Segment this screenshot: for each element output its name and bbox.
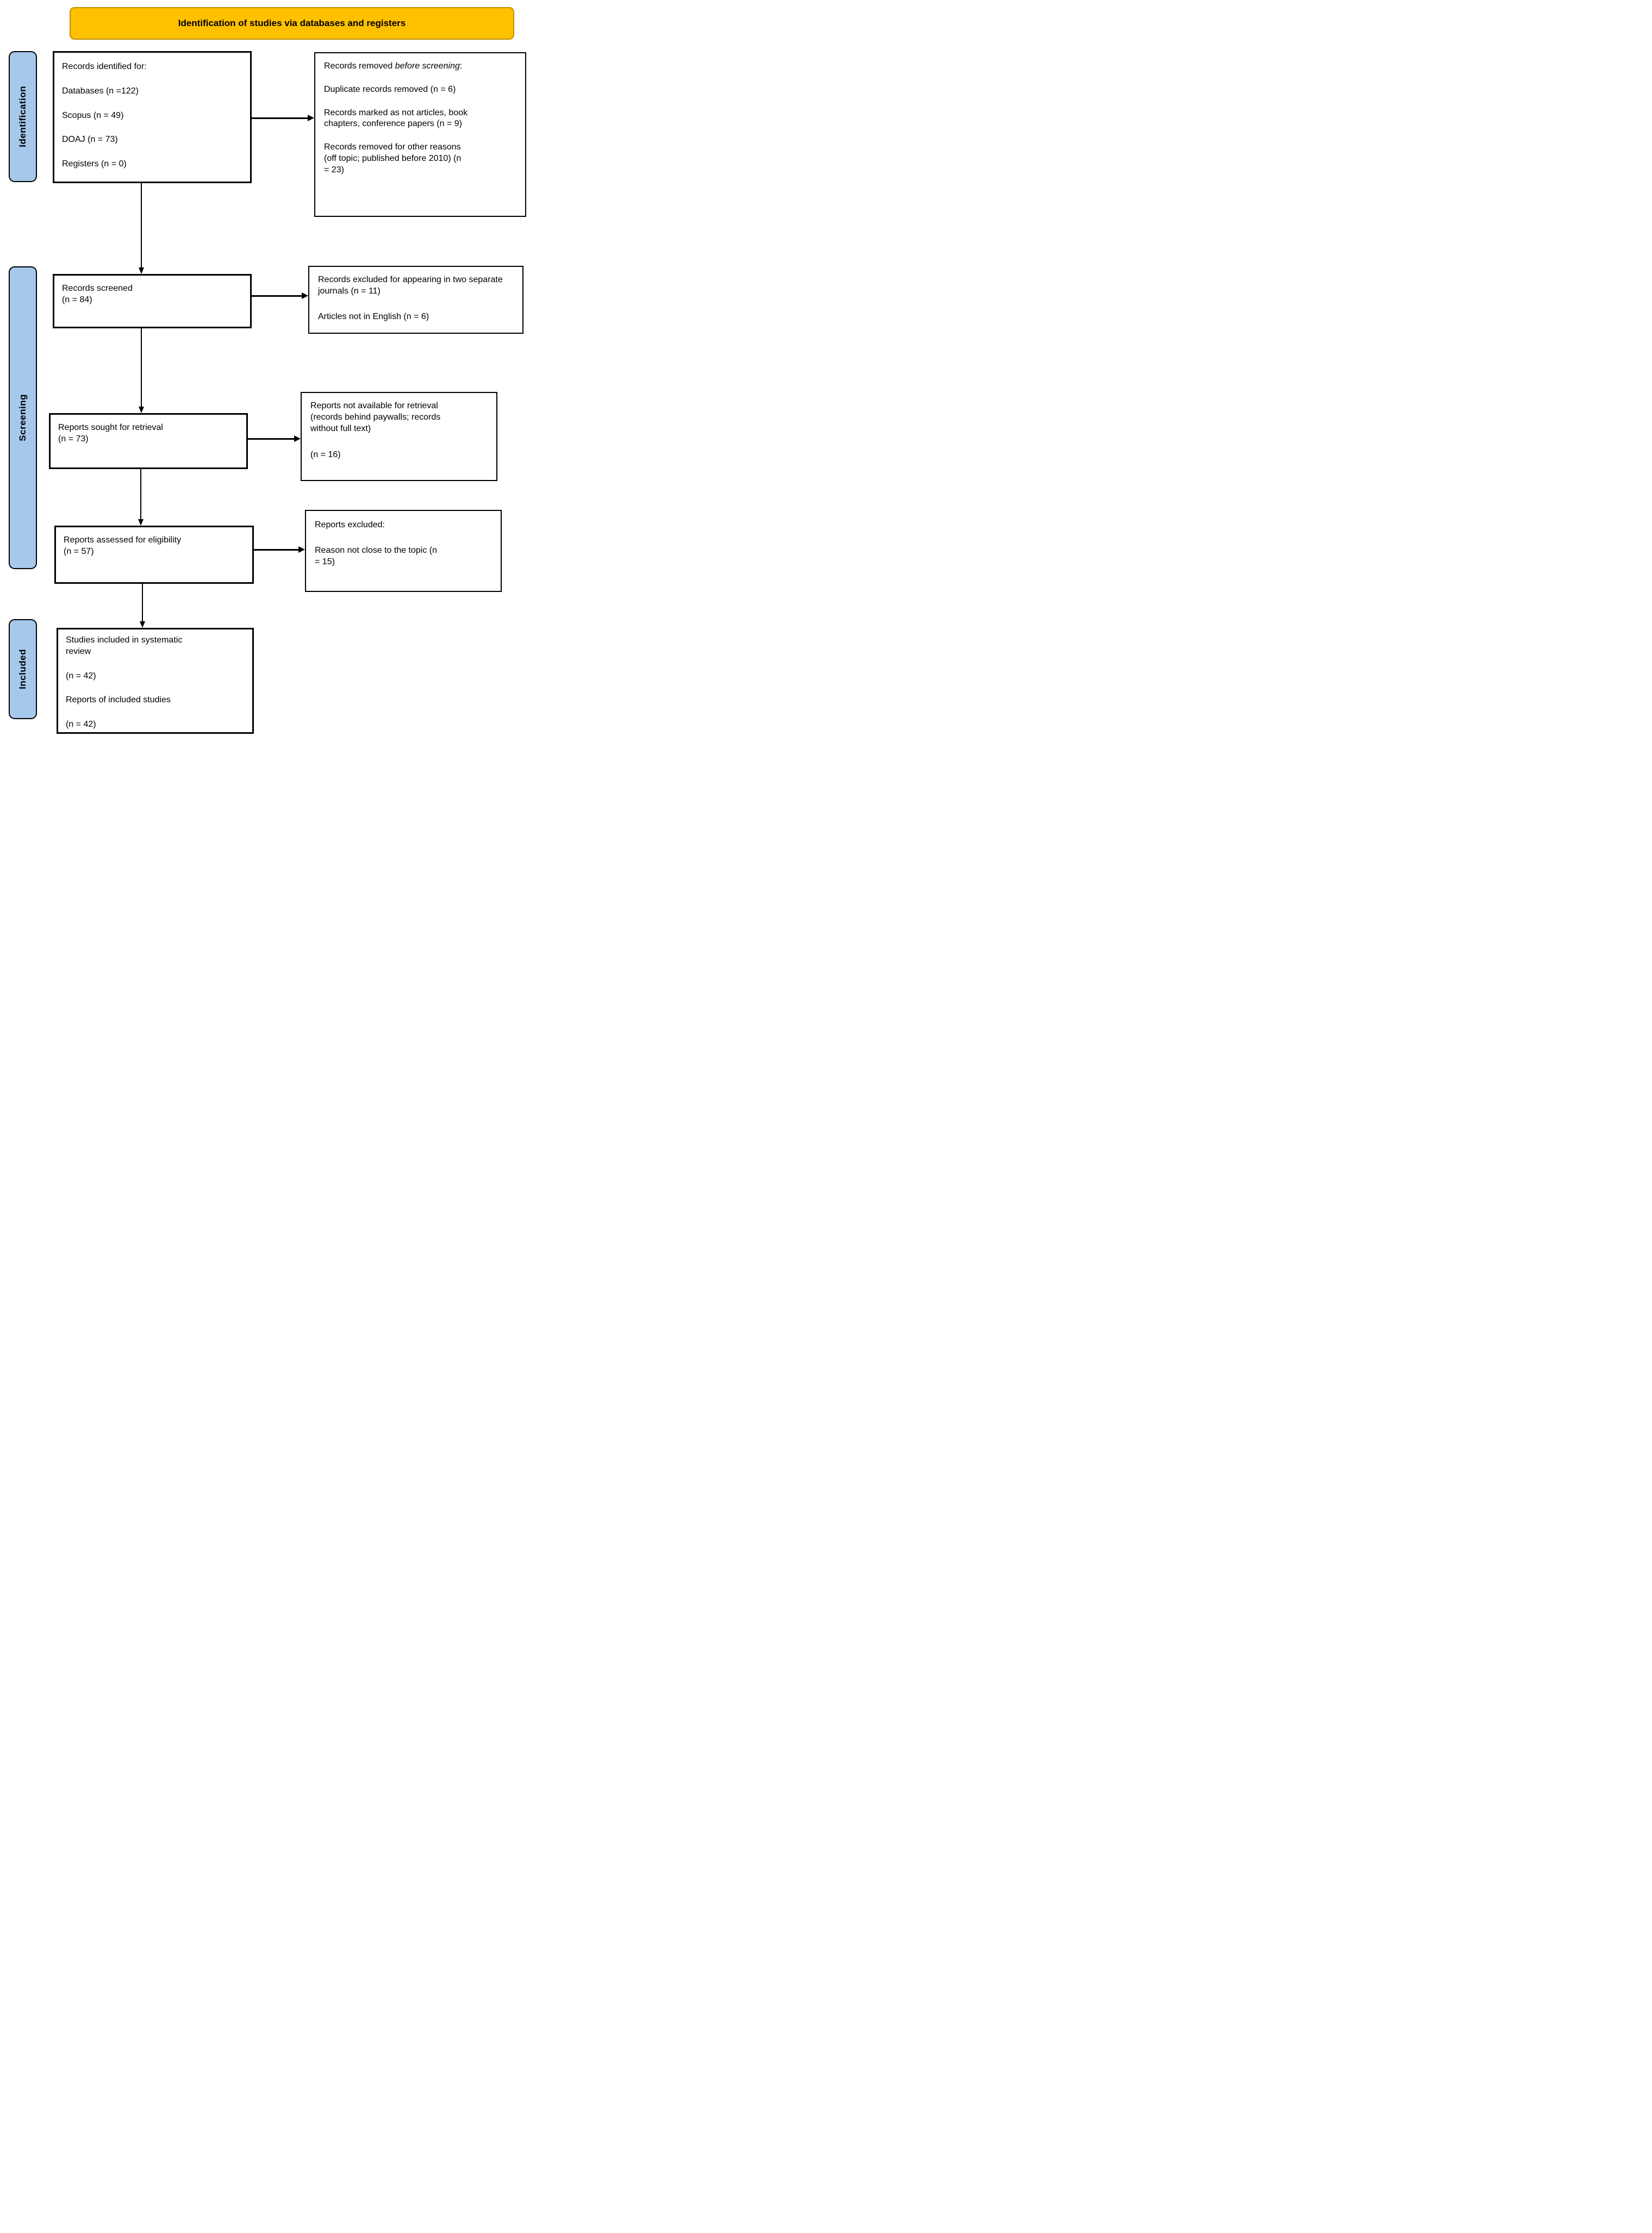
box-reports-excluded: Reports excluded: Reason not close to th… [305, 510, 502, 592]
records-removed-title: Records removed before screening: [324, 61, 463, 71]
arrow-screened-to-excluded-line [252, 295, 302, 297]
records-excluded-item-english: Articles not in English (n = 6) [318, 311, 429, 321]
arrow-identified-to-screened-line [141, 183, 142, 267]
arrow-assessed-to-excluded-head [298, 546, 305, 553]
arrow-screened-to-sought-line [141, 328, 142, 407]
reports-included-count: (n = 42) [66, 720, 96, 729]
title-banner: Identification of studies via databases … [70, 7, 514, 40]
box-reports-not-available: Reports not available for retrieval (rec… [301, 392, 497, 481]
stage-bar-included: Included [9, 619, 37, 719]
box-records-screened: Records screened (n = 84) [53, 274, 252, 328]
arrow-screened-to-sought-head [139, 407, 144, 413]
records-screened-count: (n = 84) [62, 295, 92, 304]
arrow-sought-to-assessed-line [140, 469, 141, 519]
stage-bar-identification: Identification [9, 51, 37, 182]
records-removed-item-other-reasons: Records removed for other reasons (off t… [324, 142, 462, 174]
stage-bar-screening: Screening [9, 266, 37, 569]
records-removed-title-italic: before screening [395, 61, 460, 71]
reports-included-label: Reports of included studies [66, 695, 171, 705]
reports-excluded-item-reason: Reason not close to the topic (n = 15) [315, 545, 438, 566]
reports-sought-count: (n = 73) [58, 434, 89, 444]
reports-sought-label: Reports sought for retrieval [58, 423, 163, 432]
records-screened-label: Records screened [62, 284, 133, 293]
prisma-flow-diagram: Identification of studies via databases … [0, 0, 551, 744]
stage-label-identification: Identification [17, 86, 28, 147]
records-identified-item-scopus: Scopus (n = 49) [62, 110, 124, 120]
arrow-identified-to-screened-head [139, 267, 144, 274]
records-identified-item-registers: Registers (n = 0) [62, 159, 127, 169]
reports-excluded-title: Reports excluded: [315, 520, 385, 529]
reports-assessed-label: Reports assessed for eligibility [64, 535, 182, 545]
box-reports-sought: Reports sought for retrieval (n = 73) [49, 413, 248, 469]
arrow-sought-to-assessed-head [138, 519, 144, 526]
box-records-removed: Records removed before screening: Duplic… [314, 52, 526, 217]
studies-included-label: Studies included in systematic review [66, 635, 183, 656]
box-studies-included: Studies included in systematic review (n… [57, 628, 254, 734]
reports-not-available-count: (n = 16) [310, 450, 341, 460]
stage-label-included: Included [17, 649, 28, 689]
arrow-identified-to-removed-line [252, 117, 308, 119]
reports-not-available-label: Reports not available for retrieval (rec… [310, 401, 441, 433]
arrow-sought-to-notavailable-line [248, 438, 294, 440]
records-identified-title: Records identified for: [62, 62, 147, 71]
box-reports-assessed: Reports assessed for eligibility (n = 57… [54, 526, 254, 584]
reports-assessed-count: (n = 57) [64, 546, 94, 556]
arrow-screened-to-excluded-head [302, 292, 308, 299]
records-removed-item-not-articles: Records marked as not articles, book cha… [324, 108, 468, 129]
records-identified-item-databases: Databases (n =122) [62, 86, 139, 96]
box-records-excluded: Records excluded for appearing in two se… [308, 266, 523, 334]
arrow-assessed-to-included-line [142, 584, 143, 621]
arrow-assessed-to-included-head [140, 621, 145, 628]
records-removed-item-duplicates: Duplicate records removed (n = 6) [324, 84, 456, 94]
title-banner-label: Identification of studies via databases … [178, 18, 406, 28]
studies-included-count: (n = 42) [66, 671, 96, 681]
records-identified-item-doaj: DOAJ (n = 73) [62, 135, 118, 145]
arrow-sought-to-notavailable-head [294, 435, 301, 442]
stage-label-screening: Screening [17, 394, 28, 441]
box-records-identified: Records identified for: Databases (n =12… [53, 51, 252, 183]
arrow-assessed-to-excluded-line [254, 549, 298, 551]
arrow-identified-to-removed-head [308, 115, 314, 121]
records-excluded-item-journals: Records excluded for appearing in two se… [318, 275, 503, 296]
